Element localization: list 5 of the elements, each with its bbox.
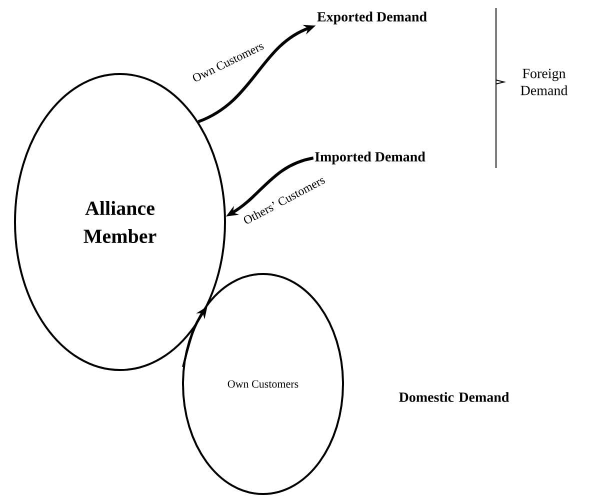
node-label: Exported Demand bbox=[317, 12, 427, 24]
node-label: Imported Demand bbox=[315, 152, 426, 164]
group-label: Foreign Demand bbox=[520, 68, 568, 96]
demand-label: Domestic Demand bbox=[399, 392, 510, 402]
oval: Own Customers bbox=[182, 273, 344, 495]
